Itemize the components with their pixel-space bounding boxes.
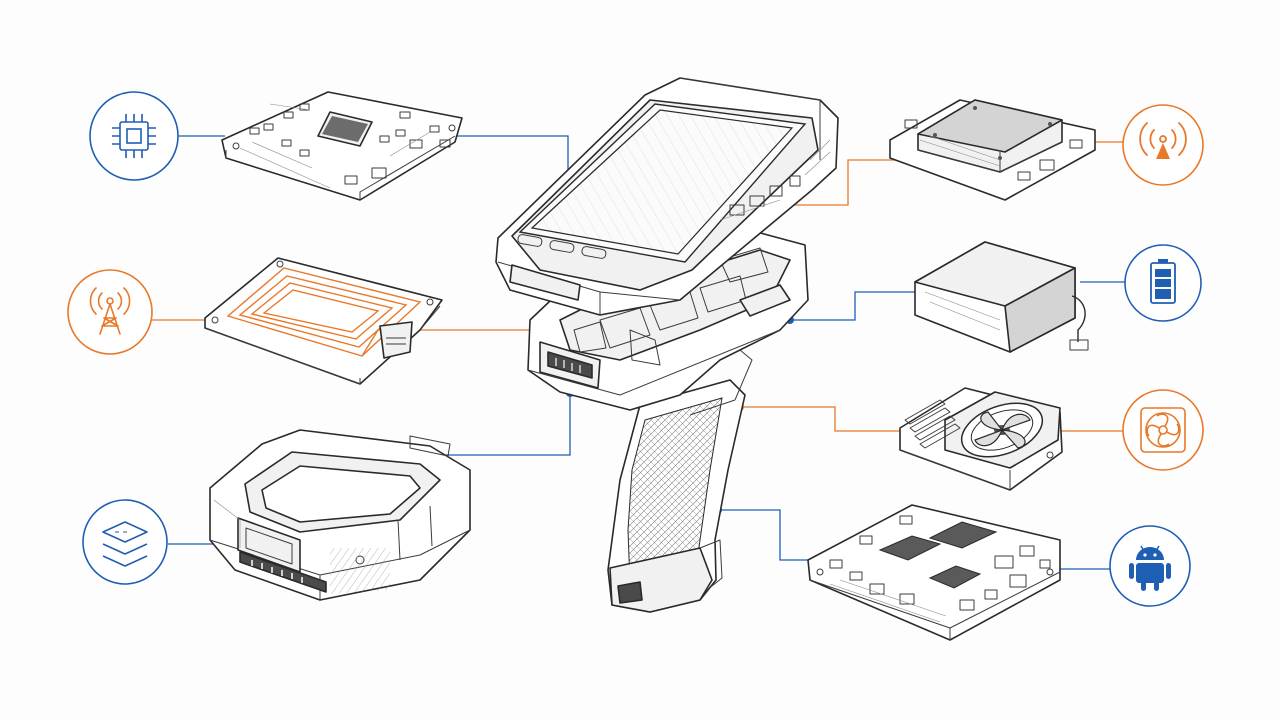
mainboard-drawing [807,504,1061,641]
connector-fan [740,406,900,432]
fan-icon [1122,389,1204,471]
handheld-scanner-drawing [495,77,839,613]
battery-icon [1124,244,1202,322]
housing-frame-drawing [209,429,471,601]
connector-battery [790,291,915,321]
wireless-module-drawing [889,99,1096,201]
android-robot-icon [1109,525,1191,607]
connector-wireless [782,159,905,206]
nfc-antenna-board-drawing [204,257,443,385]
layers-icon [82,499,168,585]
battery-drawing [914,241,1089,353]
antenna-tower-icon [67,269,153,355]
processor-board-drawing [221,91,463,201]
wireless-signal-icon [1122,104,1204,186]
connector-mainboard [718,509,815,561]
connector-lines [152,135,1126,570]
cpu-chip-icon [89,91,179,181]
connector-housing-to-device [440,393,571,456]
cooling-fan-drawing [899,387,1063,491]
